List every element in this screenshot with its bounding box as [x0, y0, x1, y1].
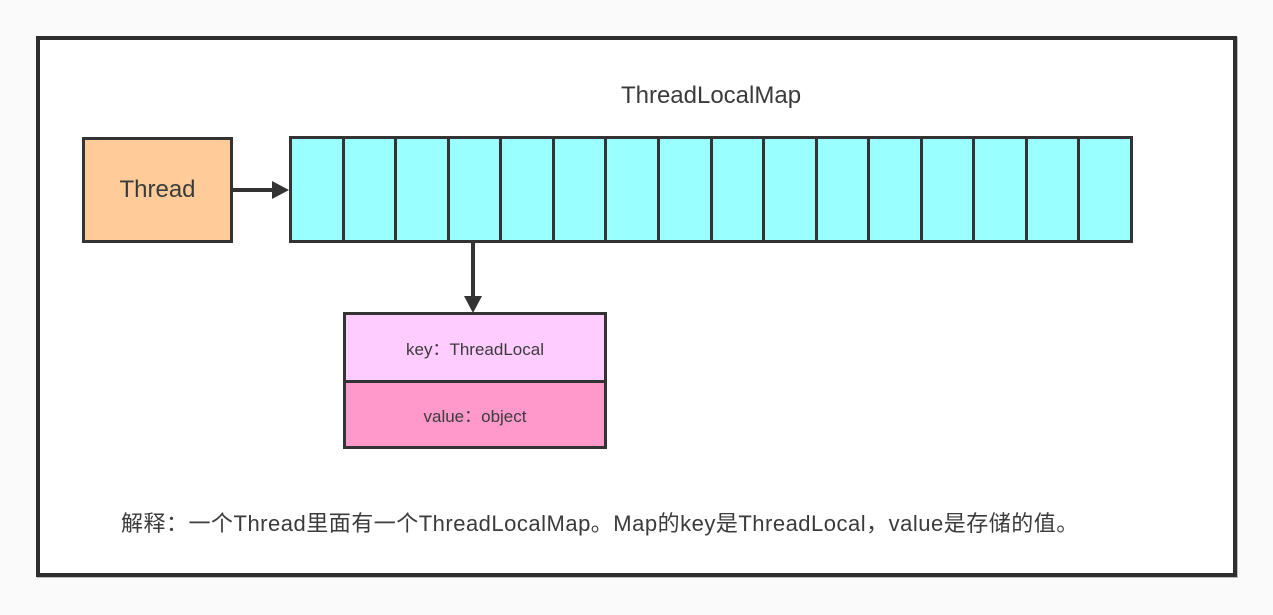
array-cell — [814, 139, 868, 240]
threadlocalmap-array — [289, 136, 1133, 243]
array-cell — [499, 139, 552, 240]
array-cell — [341, 139, 395, 240]
diagram-title: ThreadLocalMap — [620, 82, 802, 109]
array-cell — [1024, 139, 1078, 240]
array-cell — [972, 139, 1025, 240]
array-cell — [762, 139, 815, 240]
arrow-down-icon — [464, 296, 482, 313]
entry-value-label: value：object — [423, 407, 527, 426]
array-cell — [394, 139, 447, 240]
array-cell — [292, 139, 342, 240]
arrow-right-icon — [272, 181, 289, 199]
map-entry: key：ThreadLocal value：object — [343, 312, 607, 449]
entry-key-box: key：ThreadLocal — [343, 312, 607, 383]
array-cell — [446, 139, 500, 240]
thread-box-label: Thread — [119, 176, 196, 203]
array-cell — [656, 139, 710, 240]
diagram-panel: ThreadLocalMap Thread key：ThreadLocal va… — [36, 36, 1237, 577]
explanation-text: 解释：一个Thread里面有一个ThreadLocalMap。Map的key是T… — [121, 511, 1079, 536]
array-cell — [867, 139, 920, 240]
thread-box: Thread — [82, 137, 233, 243]
array-cell — [709, 139, 763, 240]
array-cell — [919, 139, 973, 240]
array-to-entry-arrow-shaft — [471, 243, 475, 297]
entry-key-label: key：ThreadLocal — [406, 340, 544, 359]
array-cell — [604, 139, 657, 240]
array-cell — [551, 139, 605, 240]
entry-value-box: value：object — [343, 380, 607, 449]
thread-to-map-arrow-shaft — [233, 188, 274, 192]
array-cell — [1077, 139, 1130, 240]
